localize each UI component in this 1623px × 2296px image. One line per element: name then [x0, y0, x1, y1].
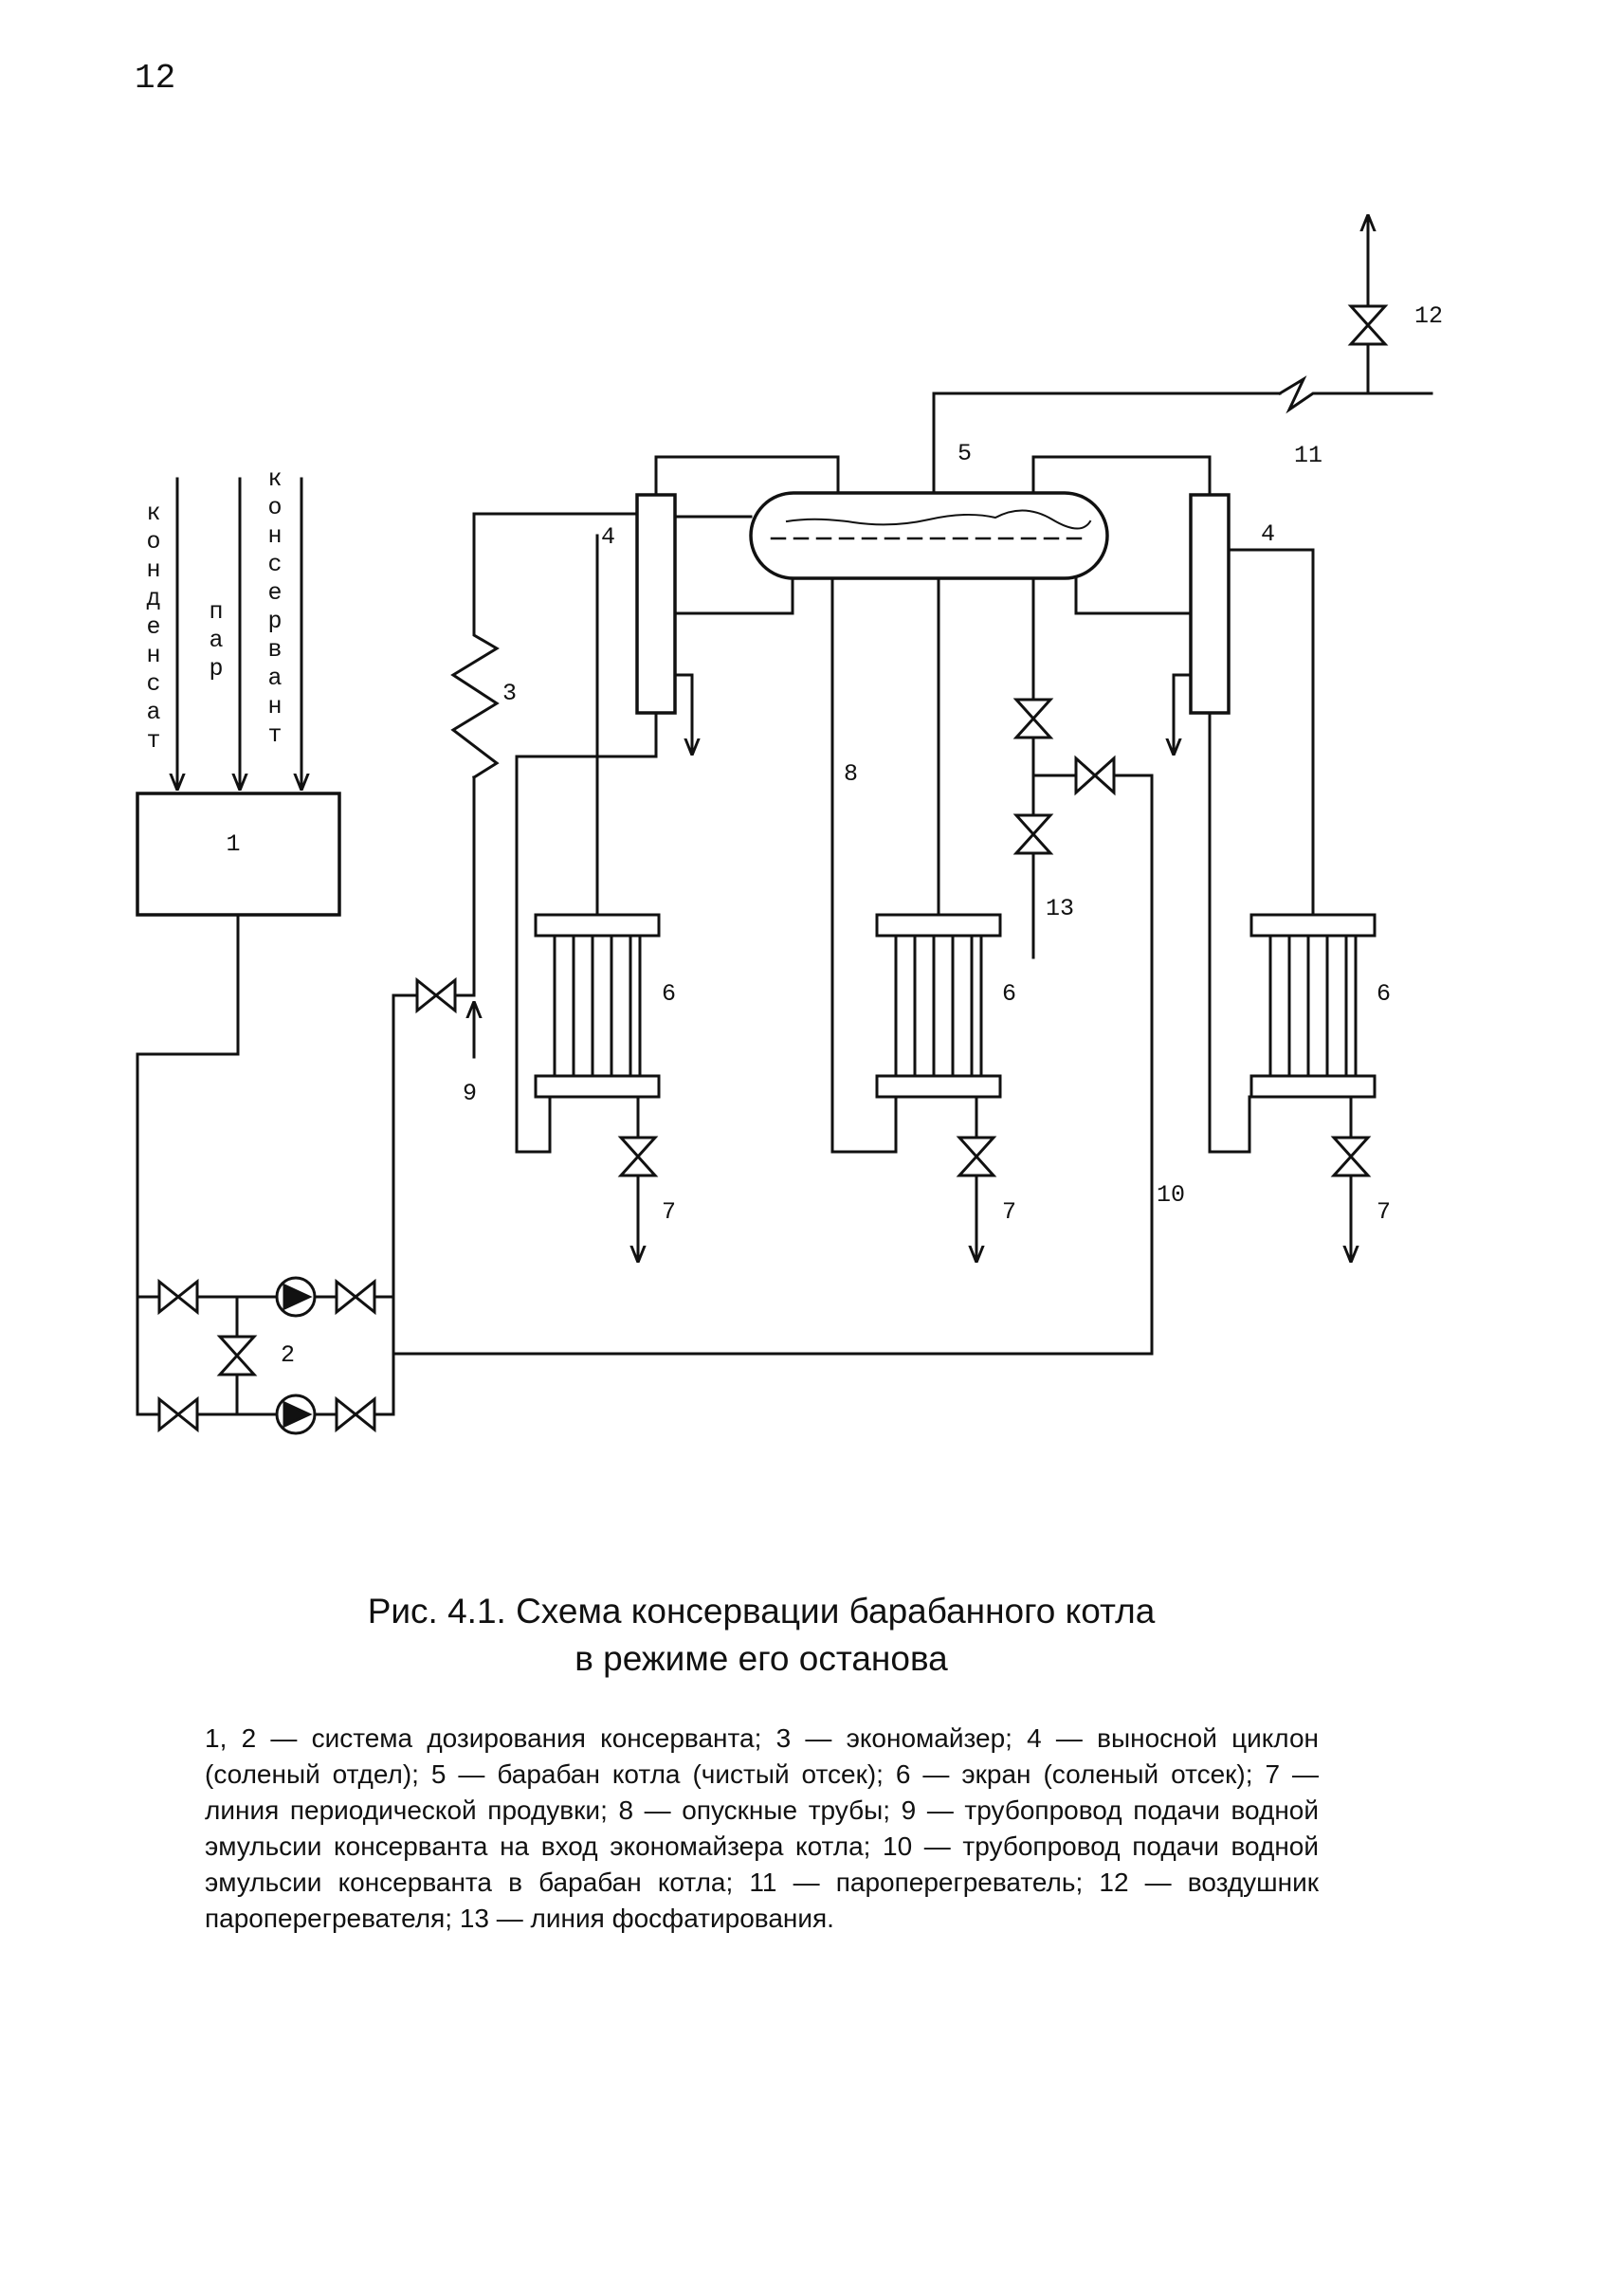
label-1: 1 — [226, 830, 240, 858]
label-7-middle: 7 — [1002, 1198, 1016, 1226]
dosing-pump-block-2 — [136, 1276, 395, 1435]
line-10-to-drum — [392, 774, 1154, 1356]
inflow-arrows — [177, 477, 301, 789]
label-6-middle: 6 — [1002, 980, 1016, 1008]
figure-caption: Рис. 4.1. Схема консервации барабанного … — [190, 1588, 1333, 1683]
label-5: 5 — [957, 440, 972, 467]
economizer-3 — [450, 512, 639, 780]
right-cyclone-4 — [1189, 493, 1231, 715]
label-10: 10 — [1157, 1181, 1185, 1209]
line-9-to-economizer — [392, 993, 419, 1348]
label-8: 8 — [844, 760, 858, 788]
label-11: 11 — [1294, 442, 1322, 469]
tank-outlet-pipe — [136, 913, 240, 1299]
label-7-right: 7 — [1377, 1198, 1391, 1226]
steam-outlet-line — [932, 392, 1282, 495]
label-12: 12 — [1414, 302, 1443, 330]
label-4-left: 4 — [601, 523, 615, 551]
superheater-11 — [1277, 375, 1433, 414]
label-2: 2 — [281, 1341, 295, 1369]
label-6-right: 6 — [1377, 980, 1391, 1008]
label-4-right: 4 — [1261, 520, 1275, 548]
page-number: 12 — [135, 59, 176, 98]
caption-line-1: Рис. 4.1. Схема консервации барабанного … — [367, 1592, 1156, 1631]
left-cyclone-4 — [635, 493, 677, 715]
caption-line-2: в режиме его останова — [574, 1639, 948, 1678]
screen-6-middle — [875, 913, 1002, 1261]
label-7-left: 7 — [662, 1198, 676, 1226]
label-13: 13 — [1046, 895, 1074, 922]
boiler-drum-5 — [749, 491, 1109, 580]
label-9: 9 — [463, 1080, 477, 1107]
phosphate-valve-13 — [1012, 813, 1054, 855]
figure-legend: 1, 2 — система дозирования консерванта; … — [205, 1723, 1319, 1933]
screen-6-left — [534, 913, 661, 1261]
label-3: 3 — [502, 680, 517, 707]
label-6-left: 6 — [662, 980, 676, 1008]
downcomers-8 — [830, 576, 898, 1154]
vent-valve-12 — [1347, 304, 1389, 346]
screen-6-right — [1248, 913, 1377, 1261]
